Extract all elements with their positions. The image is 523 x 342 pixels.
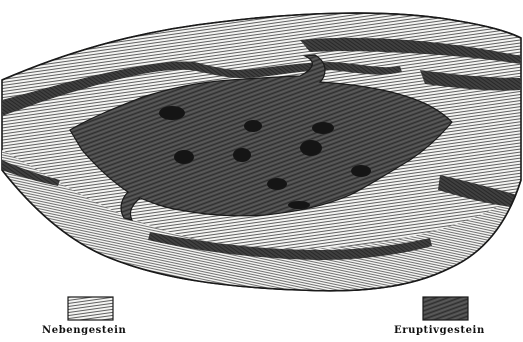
inclusion (300, 140, 322, 156)
inclusion (267, 178, 287, 190)
inclusion (159, 106, 185, 120)
legend-swatch-host-rock (68, 297, 113, 320)
inclusion (288, 201, 310, 209)
inclusion (174, 150, 194, 164)
legend-label-host-rock: Nebengestein (42, 325, 126, 336)
inclusion (244, 120, 262, 132)
inclusion (233, 148, 251, 162)
legend-swatch-eruptive-rock (423, 297, 468, 320)
legend-label-eruptive-rock: Eruptivgestein (394, 325, 485, 336)
inclusion (312, 122, 334, 134)
inclusion (351, 165, 371, 177)
